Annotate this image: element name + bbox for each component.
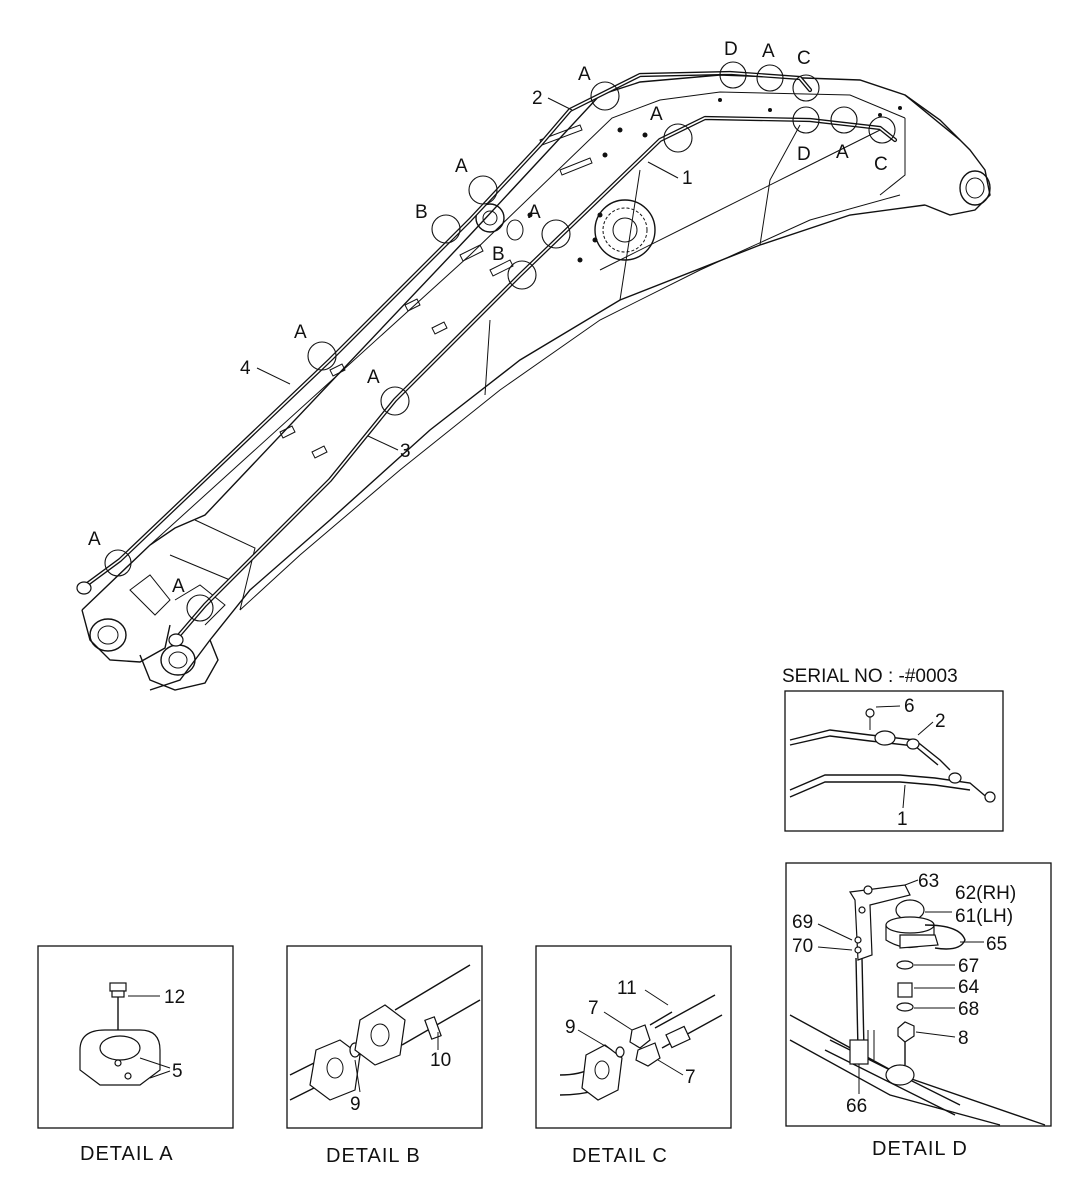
detail-b-label-9: 9 (350, 1094, 361, 1115)
serial-number-inset: SERIAL NO : -#0003 6 2 1 (782, 666, 1004, 832)
marker-a: A (836, 142, 849, 163)
marker-a: A (528, 202, 541, 223)
marker-a: A (294, 322, 307, 343)
detail-d-label-63: 63 (918, 871, 939, 892)
pipe-number-labels: 2 1 4 3 (240, 88, 693, 462)
detail-c: 11 7 9 7 DETAIL C (535, 945, 732, 1167)
detail-c-label-9: 9 (565, 1017, 576, 1038)
detail-letter-labels: A D A C A D A C A B A B A A A A (88, 39, 888, 597)
marker-a: A (578, 64, 591, 85)
detail-b-caption: DETAIL B (326, 1145, 421, 1167)
pipe-lines (79, 70, 898, 643)
marker-a: A (762, 41, 775, 62)
detail-c-caption: DETAIL C (572, 1145, 668, 1167)
marker-d: D (724, 39, 738, 60)
detail-a: 12 5 DETAIL A (37, 945, 234, 1165)
marker-a: A (367, 367, 380, 388)
serial-label-6: 6 (904, 696, 915, 717)
detail-c-label-7-top: 7 (588, 998, 599, 1019)
detail-d-label-8: 8 (958, 1028, 969, 1049)
boom-structure (81, 74, 991, 691)
detail-d-label-62rh: 62(RH) (955, 883, 1016, 904)
serial-label-1: 1 (897, 809, 908, 830)
detail-d-label-69: 69 (792, 912, 813, 933)
detail-d-label-68: 68 (958, 999, 979, 1020)
detail-b: 10 9 DETAIL B (286, 945, 483, 1167)
marker-b: B (492, 244, 505, 265)
marker-c: C (874, 154, 888, 175)
marker-a: A (88, 529, 101, 550)
marker-c: C (797, 48, 811, 69)
pipe-end-fittings (76, 581, 184, 647)
detail-d-label-65: 65 (986, 934, 1007, 955)
detail-a-label-5: 5 (172, 1061, 183, 1082)
detail-a-label-12: 12 (164, 987, 185, 1008)
label-pipe-1: 1 (682, 168, 693, 189)
detail-c-label-11: 11 (617, 978, 637, 999)
marker-a: A (172, 576, 185, 597)
marker-b: B (415, 202, 428, 223)
detail-callout-circles (104, 61, 896, 622)
detail-d-label-66: 66 (846, 1096, 867, 1117)
detail-c-label-7-bottom: 7 (685, 1067, 696, 1088)
label-pipe-2: 2 (532, 88, 543, 109)
detail-d-label-61lh: 61(LH) (955, 906, 1013, 927)
detail-a-caption: DETAIL A (80, 1143, 174, 1165)
detail-d-label-67: 67 (958, 956, 979, 977)
label-pipe-3: 3 (400, 441, 411, 462)
detail-b-label-10: 10 (430, 1050, 451, 1071)
marker-d: D (797, 144, 811, 165)
marker-a: A (455, 156, 468, 177)
label-pipe-4: 4 (240, 358, 251, 379)
detail-d-label-70: 70 (792, 936, 813, 957)
detail-d-caption: DETAIL D (872, 1138, 968, 1160)
serial-label-2: 2 (935, 711, 946, 732)
marker-a: A (650, 104, 663, 125)
detail-d: 63 62(RH) 61(LH) 69 70 65 67 64 68 8 66 … (785, 862, 1052, 1160)
serial-box-title: SERIAL NO : -#0003 (782, 666, 958, 687)
detail-d-label-64: 64 (958, 977, 980, 998)
